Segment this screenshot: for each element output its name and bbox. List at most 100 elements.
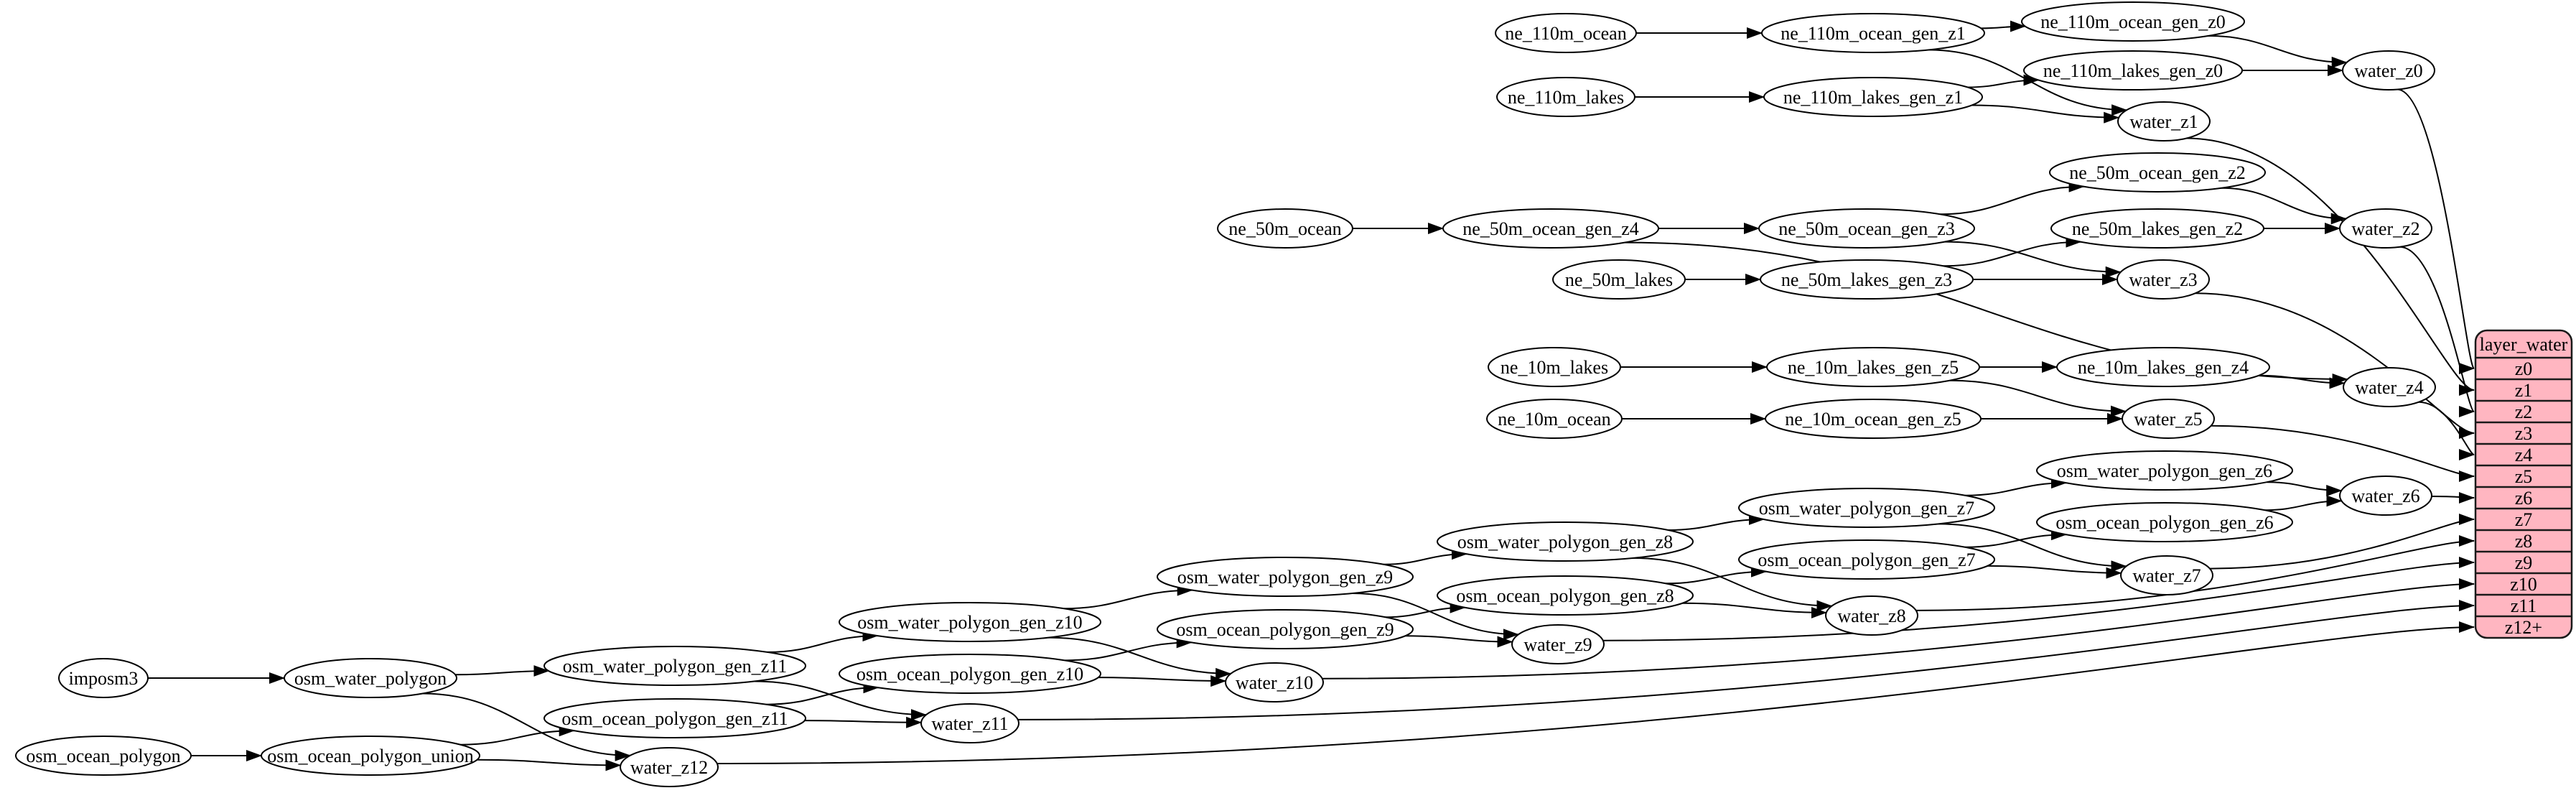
node-ne_110m_lakes_gen_z0-shape xyxy=(2023,50,2243,91)
edge-path xyxy=(2264,495,2343,511)
edge-path xyxy=(2267,481,2343,496)
table-row-z9: z9 xyxy=(2515,552,2533,573)
edge-ne_50m_ocean_gen_z2-to-water_z2 xyxy=(2221,187,2347,225)
node-water_z6-shape xyxy=(2339,476,2432,516)
edge-water_z2-to-layer_water:z2 xyxy=(2399,246,2475,417)
node-osm_ocean_polygon_gen_z11-shape xyxy=(543,698,806,738)
node-ne_50m_lakes-shape xyxy=(1552,259,1686,300)
node-osm_water_polygon: osm_water_polygon xyxy=(284,658,457,698)
edge-water_z10-to-layer_water:z10 xyxy=(1322,578,2475,680)
edge-osm_ocean_polygon_gen_z8-to-water_z8 xyxy=(1682,602,1827,618)
edge-ne_50m_lakes_gen_z3-to-ne_50m_lakes_gen_z2 xyxy=(1943,236,2082,267)
edge-water_z11-to-layer_water:z11 xyxy=(1017,600,2475,720)
edge-osm_ocean_polygon_gen_z10-to-water_z10 xyxy=(1098,675,1227,687)
node-ne_50m_lakes-label: ne_50m_lakes xyxy=(1565,269,1673,290)
node-ne_50m_ocean_gen_z4: ne_50m_ocean_gen_z4 xyxy=(1442,208,1659,249)
node-ne_110m_ocean_gen_z1-label: ne_110m_ocean_gen_z1 xyxy=(1781,23,1966,44)
node-water_z0: water_z0 xyxy=(2342,50,2435,91)
node-ne_10m_lakes_gen_z4-shape xyxy=(2056,347,2270,387)
edge-path xyxy=(2209,514,2475,570)
node-water_z7-shape xyxy=(2120,555,2213,595)
edge-path xyxy=(2208,34,2348,68)
node-osm_ocean_polygon-label: osm_ocean_polygon xyxy=(26,746,180,766)
node-osm_ocean_polygon_gen_z7-shape xyxy=(1738,539,1995,580)
table-row-z0: z0 xyxy=(2515,358,2533,379)
edge-path xyxy=(2397,88,2475,374)
node-ne_10m_ocean-shape xyxy=(1486,399,1623,439)
node-water_z5-label: water_z5 xyxy=(2134,409,2202,430)
node-ne_110m_ocean_gen_z0-label: ne_110m_ocean_gen_z0 xyxy=(2040,11,2226,32)
node-osm_water_polygon_gen_z6: osm_water_polygon_gen_z6 xyxy=(2036,450,2293,491)
node-osm_water_polygon_gen_z6-label: osm_water_polygon_gen_z6 xyxy=(2057,460,2272,481)
edge-path xyxy=(1943,236,2082,267)
node-ne_10m_ocean_gen_z5-label: ne_10m_ocean_gen_z5 xyxy=(1785,409,1961,430)
node-ne_110m_lakes_gen_z1-label: ne_110m_lakes_gen_z1 xyxy=(1783,87,1963,108)
node-ne_50m_lakes_gen_z3-label: ne_50m_lakes_gen_z3 xyxy=(1781,269,1952,290)
edge-osm_ocean_polygon_gen_z8-to-osm_ocean_polygon_gen_z7 xyxy=(1665,565,1767,585)
node-osm_ocean_polygon_gen_z9-label: osm_ocean_polygon_gen_z9 xyxy=(1176,619,1394,640)
node-water_z10-label: water_z10 xyxy=(1236,672,1313,693)
node-osm_ocean_polygon_union-label: osm_ocean_polygon_union xyxy=(267,746,473,766)
edge-osm_ocean_polygon_gen_z7-to-osm_ocean_polygon_gen_z6 xyxy=(1965,529,2067,548)
edge-water_z1-to-layer_water:z1 xyxy=(2186,137,2475,396)
edge-path xyxy=(767,630,879,653)
node-ne_50m_ocean_gen_z3: ne_50m_ocean_gen_z3 xyxy=(1758,208,1975,249)
edge-path xyxy=(422,692,631,761)
node-osm_water_polygon_gen_z9: osm_water_polygon_gen_z9 xyxy=(1157,557,1414,597)
edge-path xyxy=(1351,593,1519,641)
edge-ne_50m_ocean_gen_z3-to-ne_50m_ocean_gen_z2 xyxy=(1940,180,2085,215)
edge-path xyxy=(1405,635,1513,648)
edge-path xyxy=(1949,379,2127,417)
node-osm_ocean_polygon_gen_z9-shape xyxy=(1157,609,1414,649)
edge-path xyxy=(1967,74,2040,88)
edge-path xyxy=(1633,557,1833,612)
edge-osm_water_polygon_gen_z9-to-water_z9 xyxy=(1351,593,1519,641)
edge-osm_water_polygon_gen_z11-to-osm_water_polygon_gen_z10 xyxy=(767,630,879,653)
node-water_z6: water_z6 xyxy=(2339,476,2432,516)
edge-path xyxy=(1965,529,2067,548)
node-osm_water_polygon_gen_z9-shape xyxy=(1157,557,1414,597)
node-ne_50m_lakes_gen_z2-shape xyxy=(2050,208,2264,249)
edge-path xyxy=(1098,675,1227,687)
node-ne_110m_lakes-label: ne_110m_lakes xyxy=(1508,87,1624,108)
node-ne_10m_ocean_gen_z5-shape xyxy=(1765,399,1982,439)
node-water_z11-label: water_z11 xyxy=(931,713,1008,734)
edge-ne_110m_lakes_gen_z1-to-ne_110m_lakes_gen_z0 xyxy=(1967,74,2040,88)
edge-path xyxy=(2186,137,2475,396)
node-ne_50m_ocean-shape xyxy=(1217,208,1353,249)
layer-water-table-title: layer_water xyxy=(2480,334,2568,355)
node-water_z1-shape xyxy=(2117,101,2211,142)
node-ne_50m_ocean_gen_z2: ne_50m_ocean_gen_z2 xyxy=(2049,152,2266,193)
node-ne_110m_ocean_gen_z0-shape xyxy=(2021,1,2245,42)
node-osm_ocean_polygon_gen_z6-shape xyxy=(2036,502,2293,542)
node-osm_ocean_polygon_gen_z10-label: osm_ocean_polygon_gen_z10 xyxy=(857,664,1083,685)
node-osm_water_polygon_gen_z8: osm_water_polygon_gen_z8 xyxy=(1437,521,1694,562)
edge-osm_ocean_polygon_gen_z6-to-water_z6 xyxy=(2264,495,2343,511)
edge-water_z12-to-layer_water:z12+ xyxy=(717,621,2475,764)
edge-osm_water_polygon-to-water_z12 xyxy=(422,692,631,761)
edge-path xyxy=(1938,523,2127,572)
edge-osm_water_polygon_gen_z7-to-water_z7 xyxy=(1938,523,2127,572)
node-osm_ocean_polygon_gen_z8-shape xyxy=(1437,575,1694,616)
edges-layer xyxy=(148,20,2475,771)
edge-path xyxy=(1981,20,2026,32)
node-imposm3-shape xyxy=(58,658,149,698)
edge-path xyxy=(1665,565,1767,585)
node-osm_ocean_polygon-shape xyxy=(15,736,192,776)
node-ne_50m_ocean_gen_z3-shape xyxy=(1758,208,1975,249)
node-osm_water_polygon_gen_z10-label: osm_water_polygon_gen_z10 xyxy=(857,612,1082,633)
node-water_z4-label: water_z4 xyxy=(2355,377,2423,398)
node-osm_water_polygon_gen_z10: osm_water_polygon_gen_z10 xyxy=(839,602,1101,642)
node-osm_water_polygon-shape xyxy=(284,658,457,698)
table-row-z3: z3 xyxy=(2515,423,2533,444)
node-water_z10: water_z10 xyxy=(1225,662,1324,702)
node-water_z0-shape xyxy=(2342,50,2435,91)
edge-path xyxy=(754,680,927,721)
node-ne_50m_ocean: ne_50m_ocean xyxy=(1217,208,1353,249)
node-water_z8-shape xyxy=(1825,595,1918,636)
node-ne_50m_lakes: ne_50m_lakes xyxy=(1552,259,1686,300)
edge-osm_water_polygon_gen_z10-to-osm_water_polygon_gen_z9 xyxy=(1063,584,1193,610)
node-osm_ocean_polygon_gen_z9: osm_ocean_polygon_gen_z9 xyxy=(1157,609,1414,649)
node-ne_50m_ocean_gen_z2-label: ne_50m_ocean_gen_z2 xyxy=(2069,162,2245,183)
